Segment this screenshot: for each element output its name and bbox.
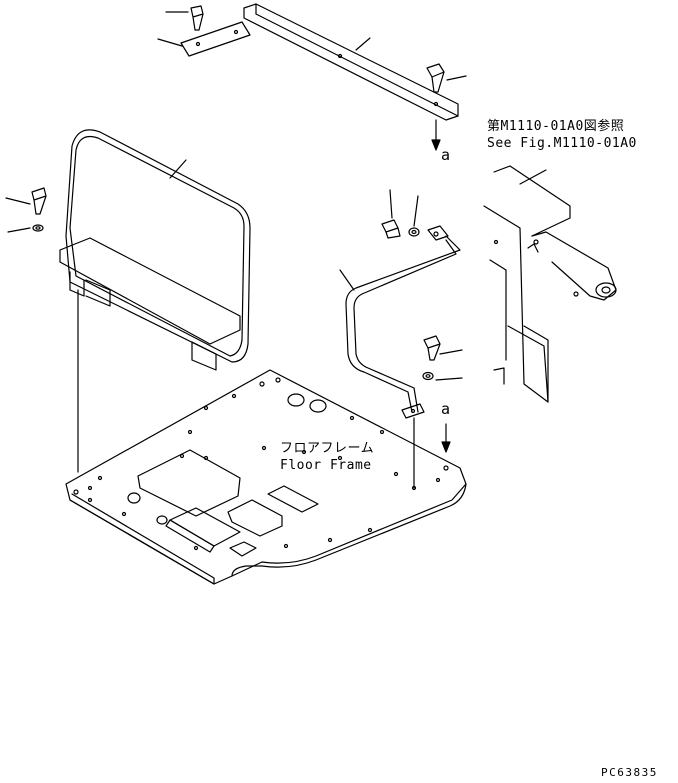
left-washer	[7, 224, 44, 233]
handrail-washer	[408, 195, 420, 237]
marker-a-bottom: a	[441, 400, 451, 418]
top-plate	[157, 21, 251, 57]
handrail-lower-washer	[422, 371, 463, 381]
handrail-lower-bolt	[423, 335, 463, 361]
floor-frame	[65, 369, 467, 585]
floor-frame-label-en: Floor Frame	[280, 458, 372, 473]
reference-label-jp: 第M1110-01A0図参照	[487, 119, 625, 134]
console-bracket	[483, 165, 617, 403]
guard-rail	[59, 129, 251, 371]
left-bolt	[5, 187, 47, 215]
handrail	[339, 225, 499, 419]
drawing-code: PC63835	[601, 766, 658, 779]
arrow-a-bottom	[441, 423, 451, 453]
arrow-a-top	[431, 119, 441, 151]
floor-frame-label-jp: フロアフレーム	[280, 441, 375, 456]
top-bolt	[165, 5, 204, 31]
marker-a-top: a	[441, 146, 451, 164]
handrail-bolt	[381, 189, 401, 239]
top-bracket-bar	[243, 3, 459, 121]
right-bolt	[426, 63, 467, 93]
reference-label-en: See Fig.M1110-01A0	[487, 136, 637, 151]
